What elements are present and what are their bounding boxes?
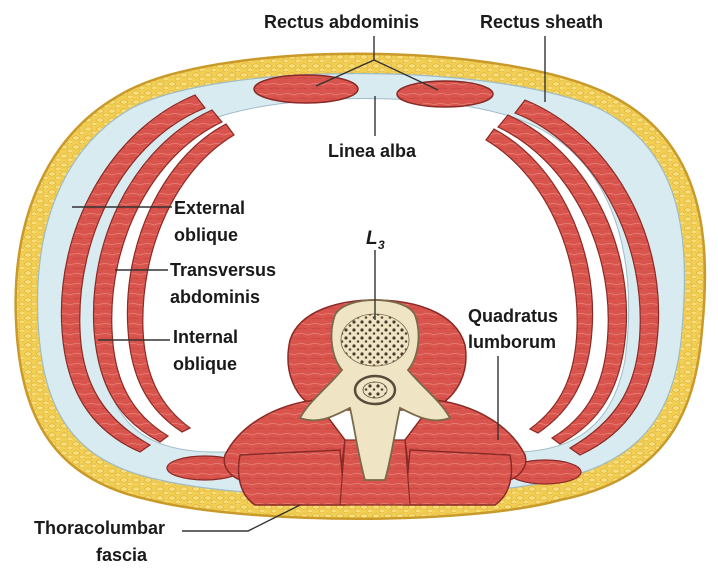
- label-thoracolumbar-2: fascia: [96, 545, 148, 565]
- external-oblique-left: [60, 94, 206, 453]
- label-thoracolumbar-1: Thoracolumbar: [34, 518, 165, 538]
- label-internal-oblique-2: oblique: [173, 354, 237, 374]
- label-quadratus-2: lumborum: [468, 332, 556, 352]
- label-rectus-abdominis: Rectus abdominis: [264, 12, 419, 32]
- label-linea-alba: Linea alba: [328, 141, 417, 161]
- label-transversus-1: Transversus: [170, 260, 276, 280]
- label-internal-oblique-1: Internal: [173, 327, 238, 347]
- internal-oblique-left: [92, 109, 223, 443]
- rectus-abdominis-left: [253, 74, 359, 104]
- label-external-oblique-2: oblique: [174, 225, 238, 245]
- vertebral-body-marrow: [340, 313, 410, 367]
- erector-spinae-right: [404, 449, 513, 506]
- label-vertebra-letter: L: [366, 228, 378, 249]
- leader-thoracolumbar: [182, 504, 301, 532]
- label-vertebra-number: 3: [378, 238, 385, 252]
- leader-rectus-abdominis: [315, 36, 439, 91]
- transversus-abdominis-right: [485, 128, 594, 434]
- external-oblique-right: [514, 99, 660, 456]
- label-external-oblique-1: External: [174, 198, 245, 218]
- internal-oblique-right: [497, 114, 628, 445]
- spinal-cord: [362, 381, 388, 399]
- label-rectus-sheath: Rectus sheath: [480, 12, 603, 32]
- transversus-abdominis-left: [126, 123, 235, 433]
- label-transversus-2: abdominis: [170, 287, 260, 307]
- erector-spinae-left: [237, 449, 346, 506]
- rectus-abdominis-right: [396, 80, 494, 108]
- label-quadratus-1: Quadratus: [468, 306, 558, 326]
